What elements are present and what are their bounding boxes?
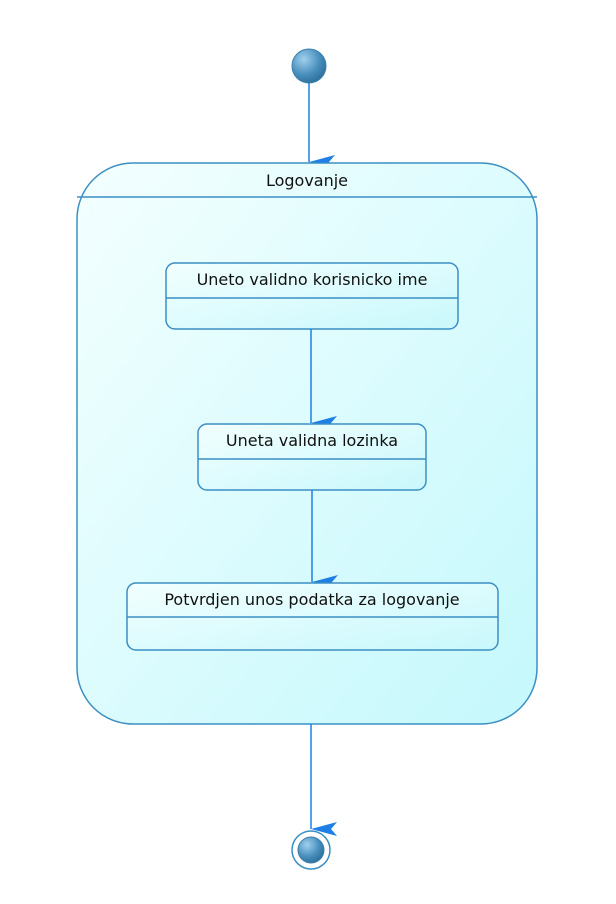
final-node-core — [297, 836, 325, 864]
state-uneto-validno-korisnicko-ime[interactable]: Uneto validno korisnicko ime — [165, 262, 459, 330]
state-label: Uneta validna lozinka — [226, 431, 398, 450]
initial-node[interactable] — [291, 48, 327, 84]
state-label: Potvrdjen unos podatka za logovanje — [164, 590, 459, 609]
state-uneta-validna-lozinka[interactable]: Uneta validna lozinka — [197, 423, 427, 491]
composite-state-title: Logovanje — [266, 171, 348, 190]
state-potvrdjen-unos-podatka[interactable]: Potvrdjen unos podatka za logovanje — [126, 582, 499, 651]
state-label: Uneto validno korisnicko ime — [197, 270, 428, 289]
state-box — [165, 262, 459, 330]
final-node[interactable] — [291, 830, 331, 870]
